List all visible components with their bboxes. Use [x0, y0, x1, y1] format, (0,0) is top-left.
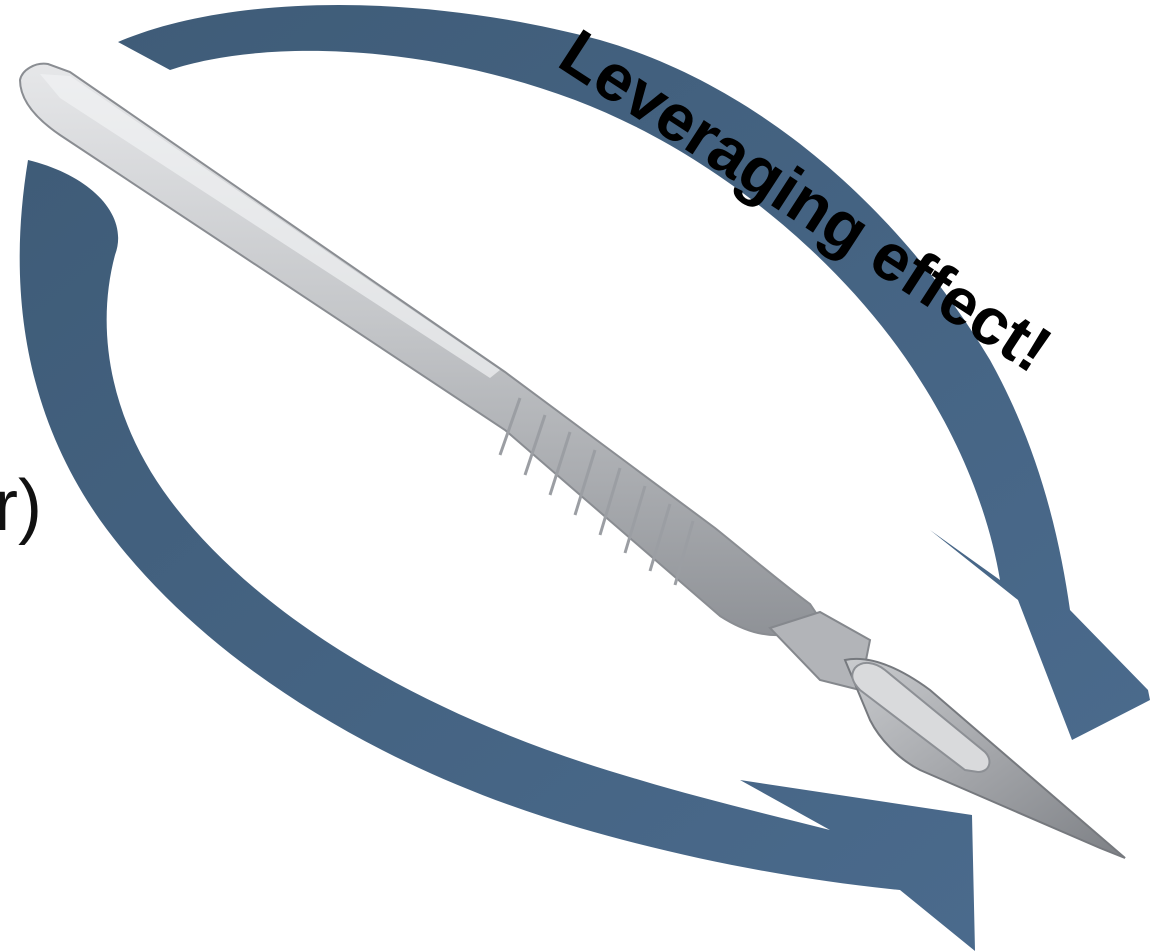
scalpel-icon [20, 64, 1125, 858]
lower-arc-arrow [20, 160, 975, 951]
caption-leveraging-effect: Leveraging effect! [547, 15, 1064, 387]
